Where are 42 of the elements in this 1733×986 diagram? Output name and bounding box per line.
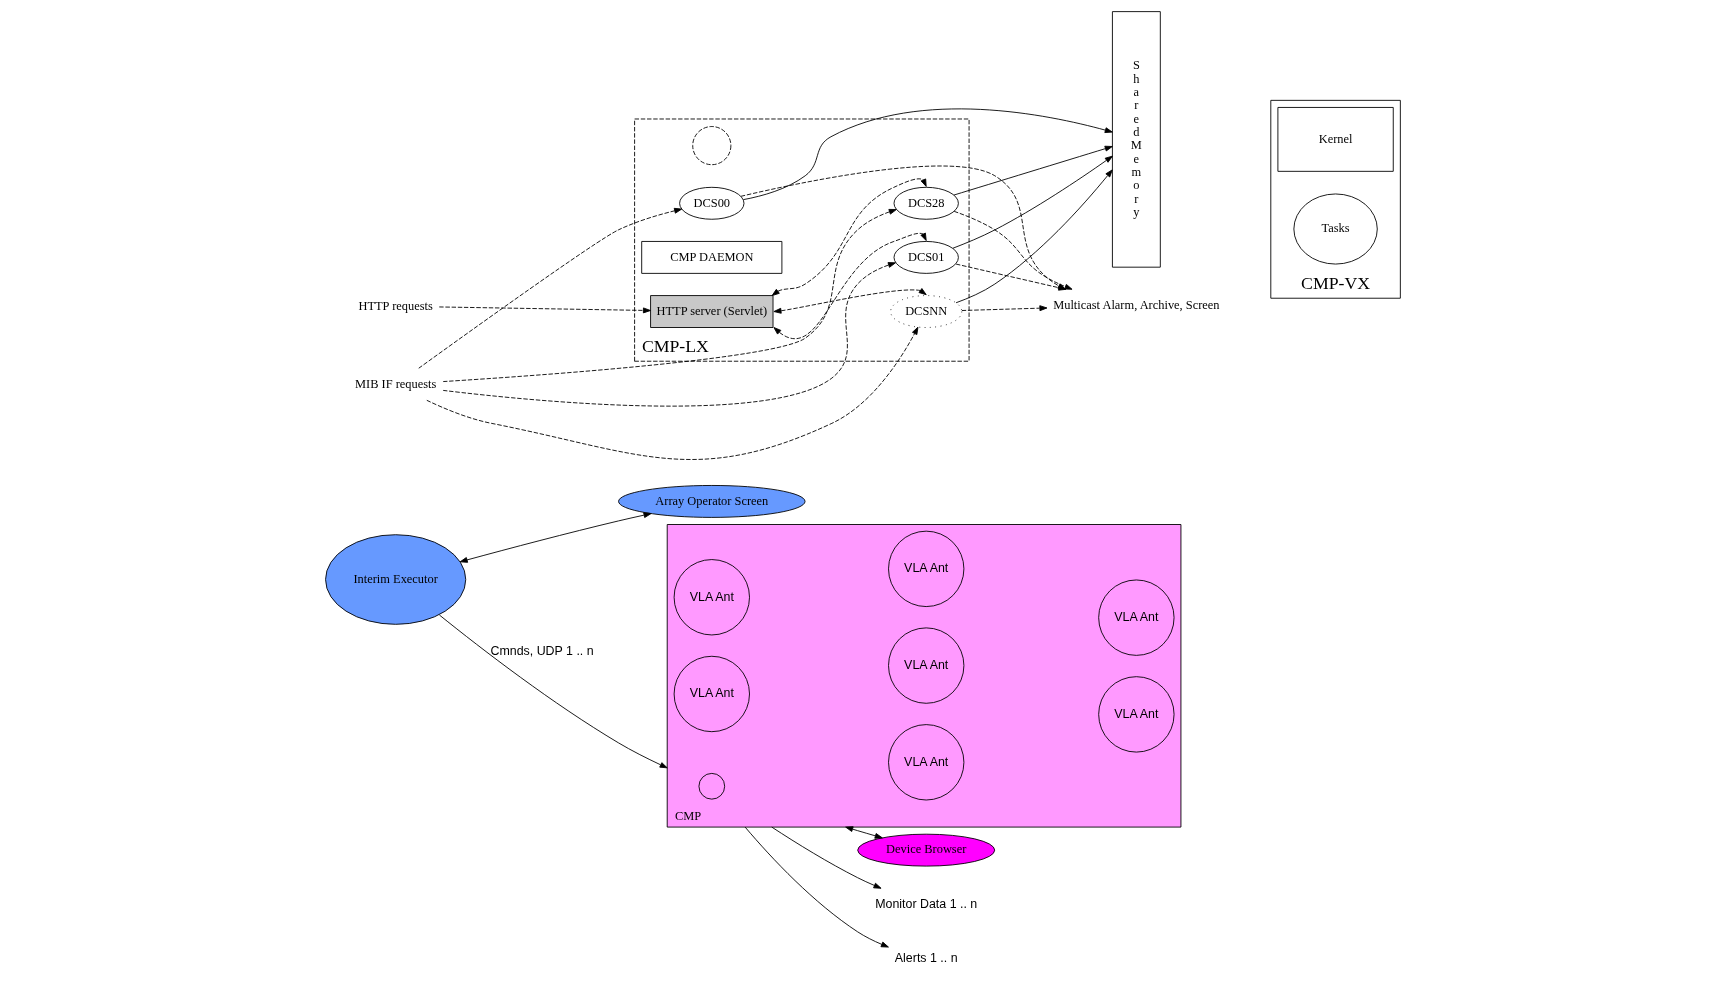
arrow [773, 232, 927, 339]
arrow [442, 262, 896, 407]
arrow [418, 207, 683, 369]
arrow [438, 306, 651, 314]
arrow [442, 208, 897, 382]
arrow [771, 826, 882, 889]
arrow [953, 145, 1113, 196]
node-circle [692, 126, 732, 166]
arrow [955, 169, 1113, 304]
arrow [845, 826, 883, 839]
node-circle: VLA Ant [1098, 676, 1175, 753]
node-ellipse: DCSNN [890, 295, 963, 328]
arrow [459, 512, 652, 563]
node-text: MIB IF requests [354, 376, 437, 391]
arrow [773, 288, 927, 314]
node-circle: VLA Ant [673, 559, 750, 636]
node-ellipse: DCS28 [893, 186, 959, 220]
node-ellipse: Tasks [1293, 193, 1378, 265]
node-circle: VLA Ant [888, 530, 965, 607]
node-circle: VLA Ant [888, 724, 965, 801]
node-ellipse: DCS01 [893, 241, 959, 274]
node-circle [698, 772, 726, 800]
arrow [426, 326, 919, 460]
node-circle: VLA Ant [1098, 579, 1175, 656]
node-circle: VLA Ant [888, 627, 965, 704]
arrow [742, 108, 1113, 201]
arrow [438, 614, 668, 769]
node-text: HTTP requests [358, 298, 433, 313]
node-box: Shared Memory [1111, 11, 1161, 268]
node-box: CMP DAEMON [641, 241, 783, 274]
node-box: HTTP server (Servlet) [650, 295, 774, 328]
edge-label: Cmnds, UDP 1 .. n [490, 644, 594, 659]
node-text: Alerts 1 .. n [894, 950, 958, 965]
arrow [961, 305, 1048, 312]
node-box: Kernel [1277, 107, 1394, 172]
node-text: Monitor Data 1 .. n [875, 896, 978, 911]
arrow [744, 826, 889, 948]
arrow [771, 178, 927, 296]
node-text: Multicast Alarm, Archive, Screen [1053, 297, 1220, 312]
arrow [952, 155, 1113, 249]
node-circle: VLA Ant [673, 655, 750, 733]
node-ellipse: DCS00 [679, 186, 745, 220]
